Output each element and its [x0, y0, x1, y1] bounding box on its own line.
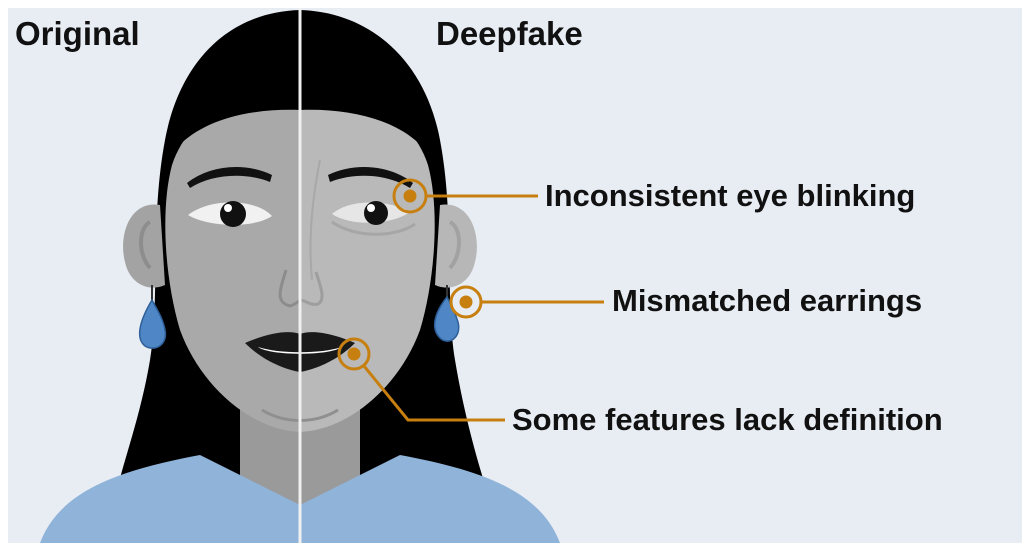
right-ear [435, 205, 477, 288]
callout-ear-text: Mismatched earrings [612, 285, 922, 316]
left-ear [123, 205, 165, 288]
label-deepfake: Deepfake [436, 17, 583, 50]
callout-features-text: Some features lack definition [512, 404, 943, 435]
callout-eye-text: Inconsistent eye blinking [545, 180, 915, 211]
callout-ear-marker [451, 287, 604, 317]
label-original: Original [15, 17, 140, 50]
